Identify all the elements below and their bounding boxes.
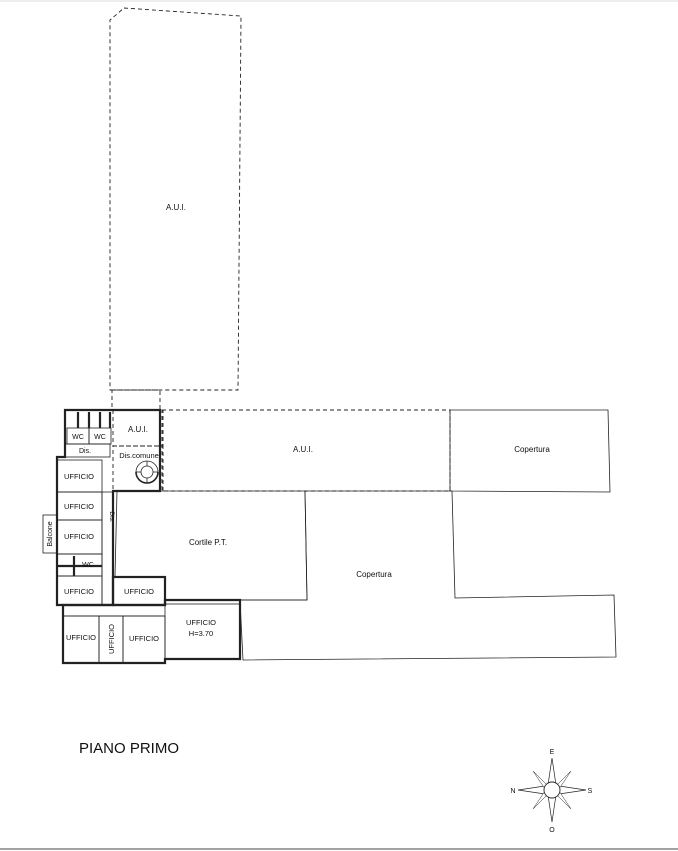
label-aui-small: A.U.I.	[128, 425, 148, 434]
label-dis-top: Dis.	[79, 448, 91, 455]
label-ufficio-3: UFFICIO	[64, 532, 94, 541]
compass-north-label: N	[510, 788, 515, 795]
compass-south-label: S	[588, 788, 593, 795]
aui-mid-area	[161, 409, 451, 492]
aui-upper-dashed-block	[111, 389, 161, 411]
label-dis-side: Dis.	[108, 511, 115, 522]
building-bottom-wing	[61, 598, 242, 665]
label-dis-comune: Dis.comune	[119, 451, 159, 460]
label-copertura-center: Copertura	[356, 570, 392, 579]
dis-top-corridor	[64, 443, 111, 458]
label-cortile: Cortile P.T.	[189, 538, 227, 547]
label-balcone: Balcone	[47, 521, 54, 546]
copertura-right-area	[449, 409, 611, 493]
label-ufficio-8: UFFICIO	[129, 634, 159, 643]
label-ufficio-7: UFFICIO	[107, 624, 116, 654]
label-ufficio-6: UFFICIO	[66, 633, 96, 642]
label-aui-large: A.U.I.	[166, 203, 186, 212]
ufficio-9-room	[164, 603, 241, 660]
copertura-center-area	[239, 490, 617, 661]
compass-east-label: E	[550, 749, 555, 756]
dis-comune-room	[112, 445, 164, 492]
aui-large-area	[109, 7, 242, 391]
label-ufficio-4: UFFICIO	[64, 587, 94, 596]
compass-west-label: O	[549, 827, 555, 834]
label-copertura-right: Copertura	[514, 445, 550, 454]
balcone-area	[42, 514, 58, 554]
plan-title: PIANO PRIMO	[79, 740, 179, 757]
label-wc-mid: WC	[82, 562, 94, 569]
label-aui-mid: A.U.I.	[293, 445, 313, 454]
label-ufficio-9-line2: H=3.70	[189, 629, 213, 638]
compass-rose-icon	[517, 757, 587, 823]
label-wc-right: WC	[94, 434, 106, 441]
aui-small-room	[112, 409, 164, 447]
dis-side-corridor	[101, 491, 114, 606]
spiral-stair-icon	[135, 460, 159, 484]
label-ufficio-9-line1: UFFICIO	[186, 618, 216, 627]
label-ufficio-5: UFFICIO	[124, 587, 154, 596]
label-ufficio-2: UFFICIO	[64, 502, 94, 511]
label-ufficio-1: UFFICIO	[64, 472, 94, 481]
label-wc-left: WC	[72, 434, 84, 441]
